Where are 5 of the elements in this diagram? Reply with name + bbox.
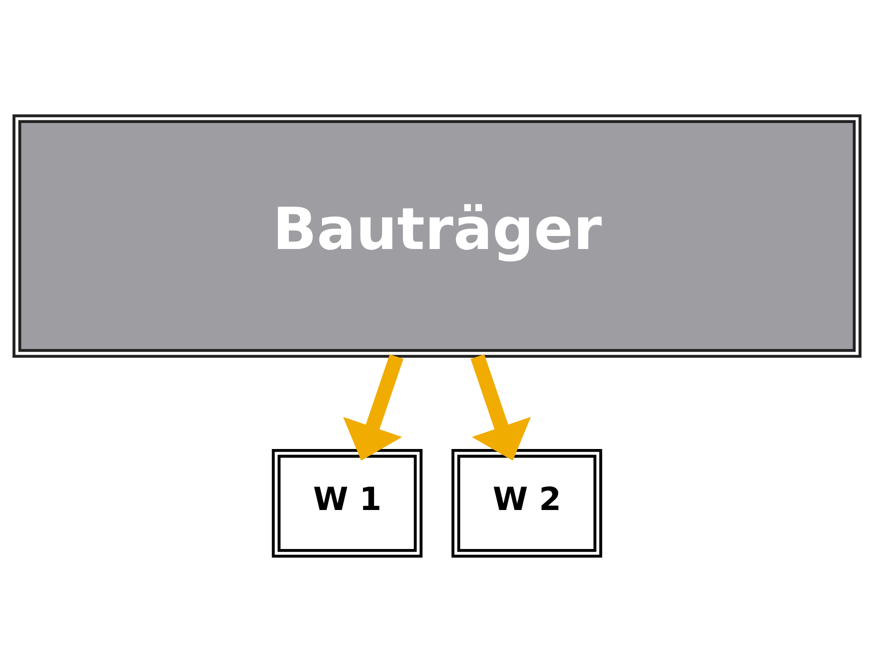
node-box: Bauträger xyxy=(12,114,862,358)
node-box: W 1 xyxy=(272,449,423,558)
arrow xyxy=(470,354,531,461)
arrow xyxy=(343,354,404,461)
node-box: W 2 xyxy=(451,449,602,558)
